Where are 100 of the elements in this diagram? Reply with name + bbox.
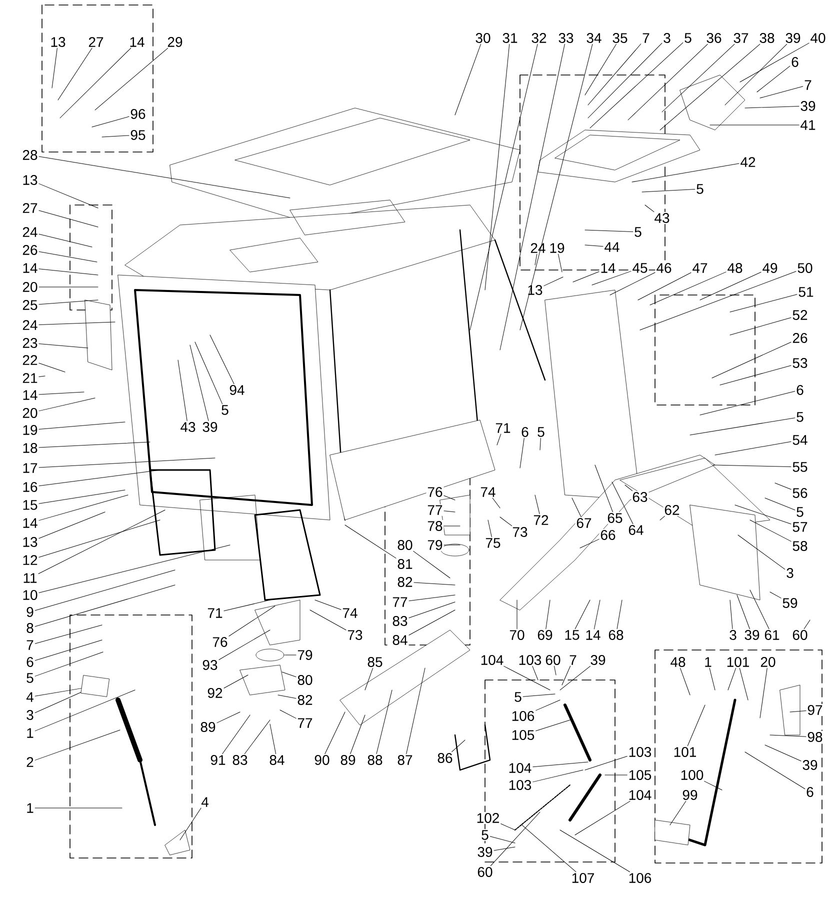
leader-line [544, 276, 564, 286]
leader-line [492, 498, 500, 508]
leader-line [282, 672, 296, 678]
callout-number: 104 [479, 654, 505, 666]
callout-number: 53 [791, 357, 809, 369]
callout-number: 30 [474, 32, 492, 44]
leader-line [624, 484, 633, 492]
leader-line [38, 458, 216, 468]
callout-number: 14 [128, 36, 146, 48]
leader-line [662, 44, 735, 112]
callout-number: 7 [25, 639, 35, 651]
callout-number: 49 [761, 262, 779, 274]
leader-line [210, 334, 234, 384]
leader-line [540, 438, 541, 450]
leader-line [102, 135, 130, 138]
leader-line [736, 594, 750, 630]
callout-number: 77 [296, 717, 314, 729]
callout-number: 13 [21, 536, 39, 548]
leader-line [592, 270, 632, 286]
callout-number: 15 [21, 499, 39, 511]
leader-line [408, 594, 456, 602]
leader-line [720, 365, 792, 386]
callout-number: 95 [129, 129, 147, 141]
leader-line [546, 600, 550, 630]
leader-line [218, 630, 270, 660]
callout-number: 44 [603, 241, 621, 253]
leader-line [724, 44, 787, 106]
callout-number: 78 [426, 520, 444, 532]
callout-number: 24 [21, 319, 39, 331]
callout-number: 27 [21, 202, 39, 214]
leader-line [34, 690, 136, 732]
callout-number: 28 [21, 149, 39, 161]
callout-number: 76 [426, 486, 444, 498]
leader-line [38, 210, 98, 228]
callout-number: 39 [743, 629, 761, 641]
leader-line [560, 830, 630, 872]
callout-number: 92 [206, 687, 224, 699]
leader-line [560, 666, 590, 690]
leader-line [604, 774, 628, 776]
leader-line [739, 668, 748, 700]
callout-number: 71 [206, 607, 224, 619]
leader-line [730, 294, 798, 312]
callout-number: 5 [480, 829, 490, 841]
callout-number: 37 [732, 32, 750, 44]
leader-line [610, 272, 656, 296]
leader-line [38, 234, 92, 248]
leader-line [38, 442, 150, 448]
callout-number: 21 [21, 372, 39, 384]
callout-number: 39 [476, 846, 494, 858]
leader-line [228, 606, 276, 636]
leader-line [690, 418, 796, 436]
callout-number: 65 [606, 512, 624, 524]
leader-line [584, 756, 628, 770]
leader-line [534, 494, 540, 514]
leader-line [644, 204, 654, 212]
leader-line [562, 666, 571, 686]
leader-line [744, 106, 800, 108]
leader-line [700, 272, 762, 300]
leader-line [574, 800, 630, 836]
callout-number: 43 [653, 212, 671, 224]
callout-number: 89 [199, 721, 217, 733]
callout-number: 66 [599, 529, 617, 541]
callout-number: 5 [633, 226, 643, 238]
leader-line [730, 317, 792, 336]
callout-number: 83 [391, 615, 409, 627]
leader-line [580, 538, 600, 548]
leader-line [34, 652, 104, 676]
leader-line [38, 300, 98, 305]
callout-number: 62 [663, 504, 681, 516]
leader-line [34, 640, 102, 661]
leader-line [38, 490, 126, 504]
leader-line [408, 610, 456, 636]
leader-line [314, 600, 342, 610]
callout-number: 80 [396, 539, 414, 551]
leader-line [38, 268, 98, 276]
callout-number: 5 [695, 183, 705, 195]
leader-line [444, 544, 460, 546]
callout-number: 73 [511, 526, 529, 538]
leader-line [444, 510, 456, 512]
leader-line [774, 482, 792, 490]
callout-number: 47 [691, 262, 709, 274]
leader-line [714, 441, 792, 456]
leader-line [216, 712, 240, 724]
callout-number: 6 [790, 56, 800, 68]
callout-number: 39 [201, 421, 219, 433]
callout-number: 6 [805, 786, 815, 798]
leader-line [38, 286, 98, 288]
leader-line [38, 494, 128, 521]
callout-number: 9 [25, 606, 35, 618]
leader-line [520, 438, 524, 468]
leader-line [310, 610, 346, 630]
callout-number: 90 [313, 754, 331, 766]
callout-number: 27 [87, 36, 105, 48]
callout-number: 84 [268, 754, 286, 766]
leader-line [728, 668, 736, 690]
callout-number: 88 [366, 754, 384, 766]
callout-number: 98 [806, 731, 824, 743]
leader-line [712, 464, 792, 468]
leader-line [680, 668, 690, 696]
callout-number: 83 [231, 754, 249, 766]
